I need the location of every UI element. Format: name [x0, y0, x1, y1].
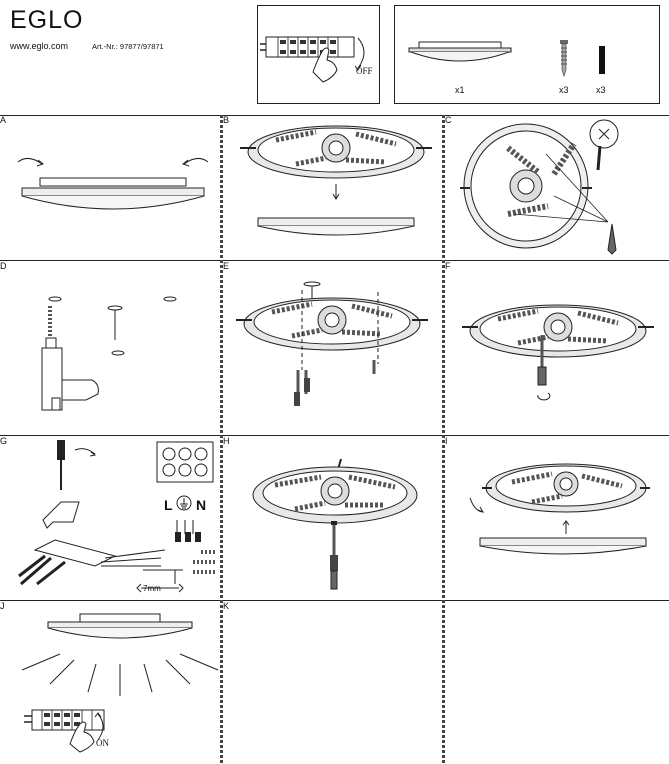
panel-h-illustration [252, 458, 418, 590]
panel-label-e: E [223, 261, 230, 271]
panel-label-d: D [0, 261, 7, 271]
panel-i-illustration [469, 463, 650, 555]
parts-box: x1 x3 x3 [394, 5, 660, 104]
terminal-label-n: N [196, 497, 207, 513]
panel-e-illustration [236, 281, 428, 406]
panel-label-a: A [0, 115, 7, 125]
terminal-label-l: L [164, 497, 173, 513]
panel-d-illustration [41, 296, 177, 411]
brand-logo: EGLO [10, 6, 84, 34]
screw-icon [560, 40, 568, 77]
grid-line-4 [0, 600, 669, 601]
panel-label-b: B [223, 115, 230, 125]
on-label: ON [96, 738, 109, 748]
off-label: OFF [356, 66, 373, 76]
panel-a-illustration [17, 158, 209, 210]
panel-g-illustration [18, 440, 215, 593]
strip-length-label: 7mm [143, 584, 161, 593]
website-text: www.eglo.com [10, 41, 69, 51]
switch-off-box: OFF [257, 5, 380, 104]
plug-qty: x3 [596, 85, 606, 95]
panel-label-h: H [223, 436, 230, 446]
panel-label-c: C [445, 115, 452, 125]
wall-plug-icon [599, 46, 605, 74]
ceiling-lamp-icon [408, 41, 512, 62]
panel-c-illustration [460, 119, 619, 255]
panel-label-i: I [445, 436, 448, 446]
panel-label-k: K [223, 601, 230, 611]
column-separator-2 [442, 115, 445, 764]
panel-label-j: J [0, 601, 5, 611]
panel-b-illustration [240, 125, 432, 236]
panel-f-illustration [462, 304, 654, 401]
article-number: Art.-Nr.: 97877/97871 [92, 42, 164, 51]
earth-icon [176, 495, 192, 511]
grid-line-3 [0, 435, 669, 436]
panel-label-f: F [445, 261, 451, 271]
lamp-qty: x1 [455, 85, 465, 95]
grid-line-2 [0, 260, 669, 261]
column-separator-1 [220, 115, 223, 764]
panel-label-g: G [0, 436, 8, 446]
grid-line-1 [0, 115, 669, 116]
screw-qty: x3 [559, 85, 569, 95]
panel-j-illustration [21, 613, 219, 753]
switch-off-illustration [260, 36, 365, 83]
